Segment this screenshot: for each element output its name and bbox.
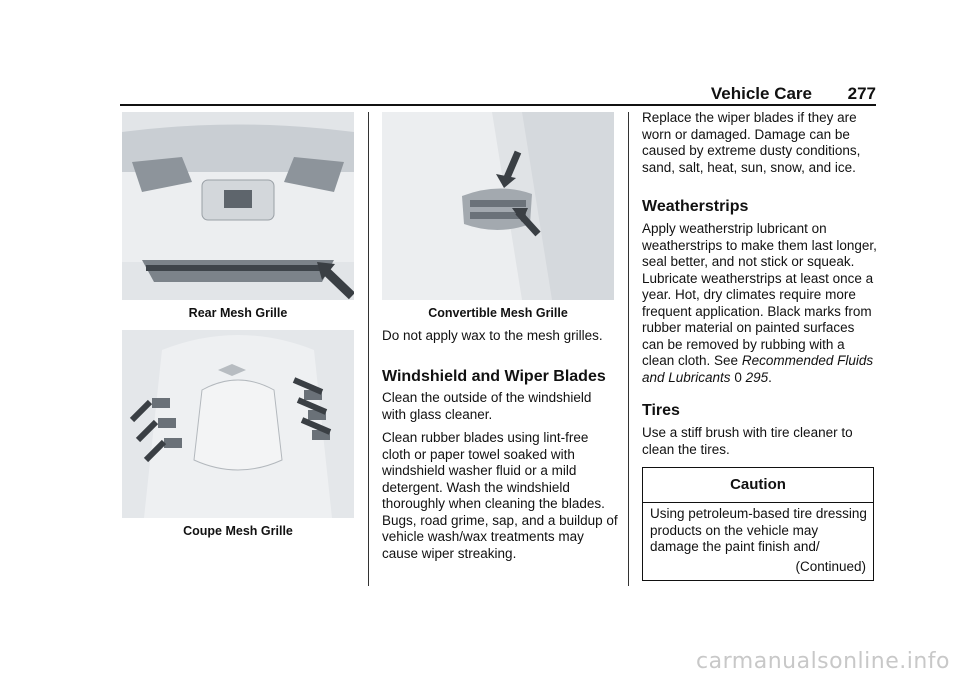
column-divider-right <box>628 112 629 586</box>
recommended-fluids-link[interactable]: Recommended Fluids and Lubricants <box>642 353 874 385</box>
page-number: 277 <box>847 84 876 103</box>
caution-continued: (Continued) <box>795 559 866 574</box>
weatherstrips-body: Apply weatherstrip lubricant on weathers… <box>642 221 877 368</box>
rear-mesh-grille-image <box>122 112 354 300</box>
heading-windshield-wiper: Windshield and Wiper Blades <box>382 368 606 385</box>
windshield-cleaning-text: Clean the outside of the windshield with… <box>382 390 592 422</box>
convertible-mesh-grille-image <box>382 112 614 300</box>
coupe-mesh-grille-image <box>122 330 354 518</box>
heading-weatherstrips: Weatherstrips <box>642 198 749 215</box>
caution-title: Caution <box>730 476 786 493</box>
page-ref-icon: 0 <box>734 369 742 385</box>
heading-tires: Tires <box>642 402 680 419</box>
caution-divider <box>643 502 873 503</box>
weatherstrips-text: Apply weatherstrip lubricant on weathers… <box>642 221 878 386</box>
mesh-grille-wax-note: Do not apply wax to the mesh grilles. <box>382 328 603 343</box>
watermark: carmanualsonline.info <box>696 649 950 674</box>
caution-box: Caution Using petroleum-based tire dress… <box>642 467 874 581</box>
column-divider-left <box>368 112 369 586</box>
wiper-blade-cleaning-text: Clean rubber blades using lint-free clot… <box>382 430 618 561</box>
section-title: Vehicle Care <box>710 84 812 103</box>
page-ref-number[interactable]: 295 <box>745 369 769 385</box>
figure-caption-rear: Rear Mesh Grille <box>188 306 288 320</box>
caution-text: Using petroleum-based tire dressing prod… <box>650 506 867 554</box>
wiper-replacement-text: Replace the wiper blades if they are wor… <box>642 110 861 175</box>
link-end-punct: . <box>768 369 772 385</box>
figure-caption-coupe: Coupe Mesh Grille <box>183 524 293 538</box>
tires-text: Use a stiff brush with tire cleaner to c… <box>642 425 853 457</box>
figure-caption-convertible: Convertible Mesh Grille <box>428 306 568 320</box>
page-header: Vehicle Care 277 <box>120 84 876 106</box>
